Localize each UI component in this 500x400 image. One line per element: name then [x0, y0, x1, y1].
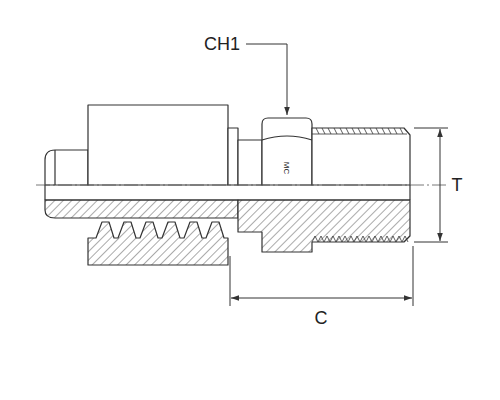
center-line	[36, 185, 448, 186]
ferrule-collar	[228, 128, 238, 185]
thread-stroke	[370, 128, 373, 134]
chamfer-line	[54, 150, 55, 185]
ferrule-section	[88, 222, 228, 265]
extension-line	[230, 256, 231, 306]
thread-stroke	[340, 128, 343, 134]
male-thread	[312, 128, 410, 185]
hex-nut	[262, 118, 312, 185]
dimension-line	[231, 298, 412, 299]
thread-stroke	[400, 128, 403, 134]
thread-stroke	[316, 128, 319, 134]
thread-stroke	[364, 128, 367, 134]
ferrule-shell	[88, 105, 228, 185]
extension-line	[413, 246, 414, 306]
thread-stroke	[352, 128, 355, 134]
thread-stroke	[376, 128, 379, 134]
thread-stroke	[388, 128, 391, 134]
bore-end	[409, 185, 410, 200]
body-section	[238, 200, 410, 252]
stem-nipple	[45, 150, 88, 185]
dimension-label: C	[315, 309, 328, 327]
maker-mark: MC	[282, 162, 290, 174]
stem-wall-section	[45, 200, 238, 218]
dimension-label: T	[452, 176, 463, 194]
thread-stroke	[328, 128, 331, 134]
neck	[238, 140, 262, 185]
hex-face-edge	[262, 136, 312, 140]
thread-stroke	[322, 128, 325, 134]
leader-line	[246, 44, 287, 115]
thread-stroke	[394, 128, 397, 134]
extension-line	[414, 128, 448, 129]
bore-line	[45, 199, 410, 200]
bore-edge	[44, 185, 45, 200]
thread-stroke	[382, 128, 385, 134]
thread-stroke	[358, 128, 361, 134]
thread-stroke	[334, 128, 337, 134]
thread-root-line	[312, 134, 407, 135]
callout-label: CH1	[204, 35, 240, 53]
extension-line	[414, 242, 448, 243]
thread-profile	[312, 236, 408, 242]
thread-stroke	[346, 128, 349, 134]
dimension-line	[440, 129, 441, 241]
